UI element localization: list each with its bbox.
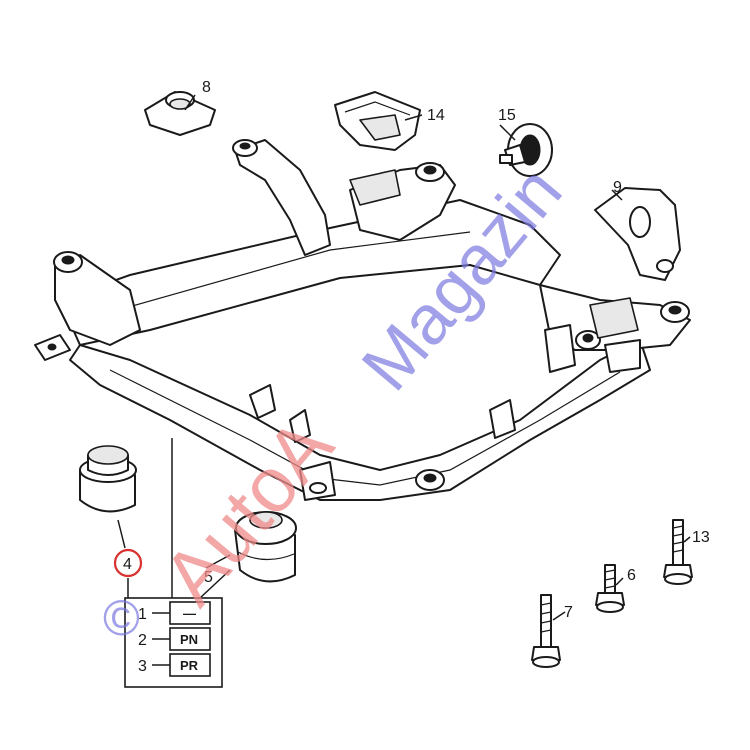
bushing-part-4	[79, 445, 137, 513]
legend-row-3-number: 3	[138, 658, 147, 675]
subframe	[34, 139, 691, 501]
callout-5: 5	[204, 569, 213, 586]
insulator-part-15	[499, 123, 553, 177]
legend-box: 1 2 3 — PN PR	[124, 597, 223, 688]
legend-row-1-code: —	[183, 606, 196, 621]
bushing-part-5	[234, 511, 297, 583]
bracket-part-9	[594, 187, 681, 281]
legend-row-3-code: PR	[180, 658, 199, 673]
callout-7: 7	[564, 604, 573, 621]
bolt-part-7	[531, 594, 561, 668]
callout-13: 13	[692, 529, 710, 546]
callout-4: 4	[123, 556, 132, 573]
shield-part-14	[334, 91, 421, 151]
legend-row-2-code: PN	[180, 632, 198, 647]
callout-6: 6	[627, 567, 636, 584]
callout-8: 8	[202, 79, 211, 96]
legend-row-1-number: 1	[138, 606, 147, 623]
bolt-part-6	[595, 564, 625, 613]
callout-9: 9	[613, 179, 622, 196]
callout-14: 14	[427, 107, 445, 124]
legend-row-2-number: 2	[138, 632, 147, 649]
watermark-copyright-symbol: ©	[103, 590, 140, 646]
mount-pad-part-8	[144, 91, 216, 136]
bolt-part-13	[663, 519, 693, 585]
callout-15: 15	[498, 107, 516, 124]
highlight-circle	[113, 548, 143, 578]
leader-lines	[117, 94, 691, 621]
